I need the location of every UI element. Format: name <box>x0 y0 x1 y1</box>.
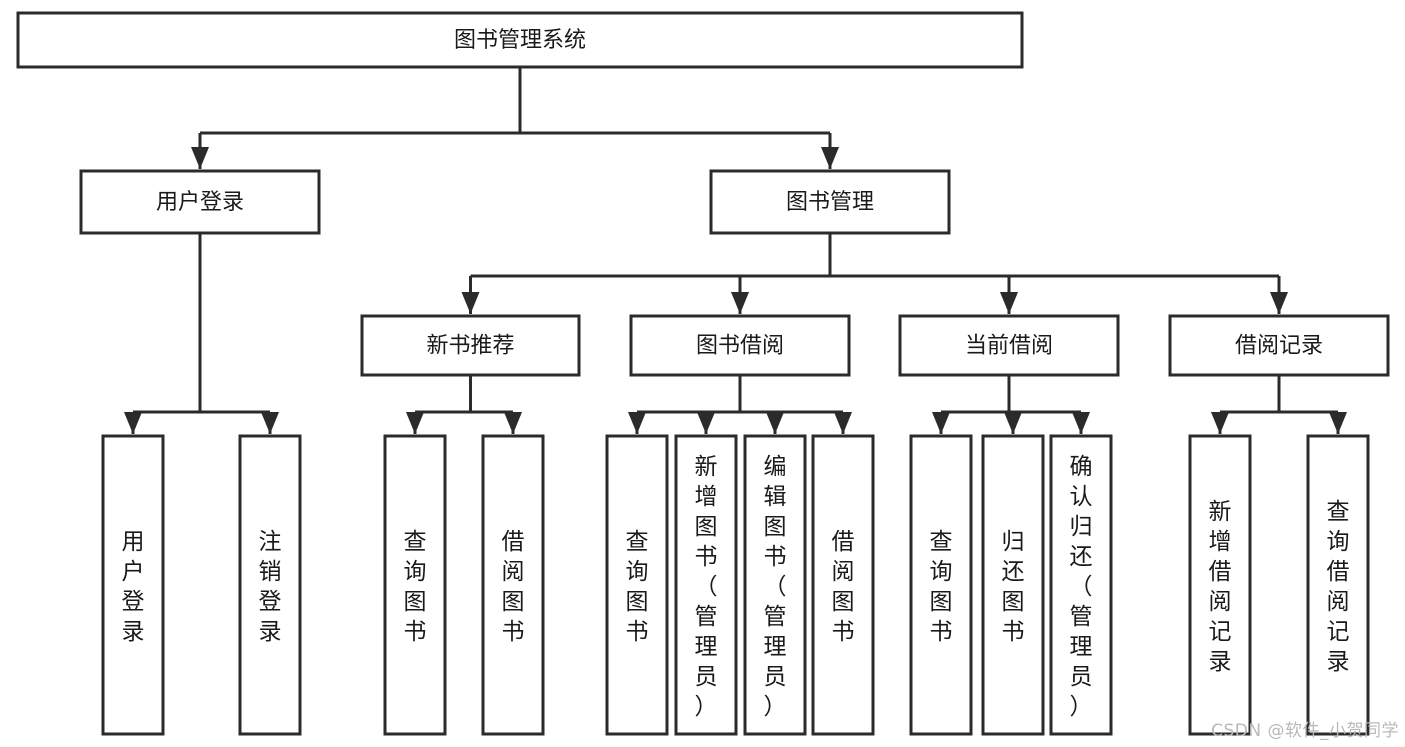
leaf-node-2[interactable]: 查询图书 <box>383 434 447 736</box>
node-rect <box>629 314 851 377</box>
level3-node-label: 借阅记录 <box>1235 334 1323 359</box>
leaf-node-label: 查询图书 <box>930 529 953 645</box>
arrow-head-icon <box>731 292 749 314</box>
node-rect <box>1049 434 1113 736</box>
leaf-node-9[interactable]: 归还图书 <box>981 434 1045 736</box>
arrow-head-icon <box>1004 412 1022 434</box>
node-rect <box>101 434 165 736</box>
leaf-node-label: 用户登录 <box>122 529 145 645</box>
leaf-node-7[interactable]: 借阅图书 <box>811 434 875 736</box>
node-rect <box>709 169 951 235</box>
level2-node-0[interactable]: 用户登录 <box>79 169 321 235</box>
arrow-head-icon <box>461 292 480 314</box>
node-rect <box>811 434 875 736</box>
arrow-head-icon <box>834 412 852 434</box>
leaf-node-0[interactable]: 用户登录 <box>101 434 165 736</box>
arrow-head-icon <box>191 147 209 169</box>
leaf-node-12[interactable]: 查询借阅记录 <box>1306 434 1370 736</box>
node-rect <box>981 434 1045 736</box>
root-node-system[interactable]: 图书管理系统 <box>16 11 1024 69</box>
leaf-node-11[interactable]: 新增借阅记录 <box>1188 434 1252 736</box>
leaf-node-label: 编辑图书（管理员） <box>764 454 787 720</box>
arrow-head-icon <box>821 147 839 169</box>
leaf-node-label: 查询借阅记录 <box>1327 499 1350 675</box>
node-rect <box>1306 434 1370 736</box>
node-rect <box>1168 314 1390 377</box>
node-rect <box>605 434 669 736</box>
level3-node-1[interactable]: 图书借阅 <box>629 314 851 377</box>
node-layer: 图书管理系统用户登录图书管理新书推荐图书借阅当前借阅借阅记录用户登录注销登录查询… <box>16 11 1390 736</box>
level3-node-label: 当前借阅 <box>965 334 1053 359</box>
leaf-node-label: 新增借阅记录 <box>1209 499 1232 675</box>
node-rect <box>898 314 1120 377</box>
leaf-node-4[interactable]: 查询图书 <box>605 434 669 736</box>
leaf-node-label: 新增图书（管理员） <box>695 454 718 720</box>
leaf-node-label: 归还图书 <box>1002 529 1025 645</box>
leaf-node-10[interactable]: 确认归还（管理员） <box>1049 434 1113 736</box>
level3-node-2[interactable]: 当前借阅 <box>898 314 1120 377</box>
node-rect <box>743 434 807 736</box>
node-rect <box>383 434 447 736</box>
arrow-head-icon <box>504 412 522 434</box>
leaf-node-6[interactable]: 编辑图书（管理员） <box>743 434 807 736</box>
node-rect <box>1188 434 1252 736</box>
arrow-head-icon <box>261 412 279 434</box>
node-rect <box>481 434 545 736</box>
leaf-node-1[interactable]: 注销登录 <box>238 434 302 736</box>
leaf-node-3[interactable]: 借阅图书 <box>481 434 545 736</box>
level2-node-label: 用户登录 <box>156 190 244 215</box>
arrow-head-icon <box>766 412 784 434</box>
leaf-node-label: 借阅图书 <box>502 529 525 645</box>
arrow-head-icon <box>1000 292 1018 314</box>
leaf-node-label: 注销登录 <box>259 529 282 645</box>
node-rect <box>360 314 581 377</box>
arrow-head-icon <box>1072 412 1090 434</box>
leaf-node-label: 查询图书 <box>404 529 427 645</box>
node-rect <box>79 169 321 235</box>
arrow-head-icon <box>1270 292 1288 314</box>
arrow-head-icon <box>406 412 424 434</box>
level3-node-label: 图书借阅 <box>696 334 784 359</box>
arrow-head-icon <box>697 412 715 434</box>
level2-node-label: 图书管理 <box>786 190 874 215</box>
arrow-head-icon <box>1211 412 1229 434</box>
arrow-head-icon <box>1329 412 1347 434</box>
leaf-node-8[interactable]: 查询图书 <box>909 434 973 736</box>
level3-node-3[interactable]: 借阅记录 <box>1168 314 1390 377</box>
root-node-label: 图书管理系统 <box>454 28 586 53</box>
leaf-node-label: 查询图书 <box>626 529 649 645</box>
node-rect <box>909 434 973 736</box>
node-rect <box>16 11 1024 69</box>
level2-node-1[interactable]: 图书管理 <box>709 169 951 235</box>
arrow-head-icon <box>124 412 142 434</box>
node-rect <box>238 434 302 736</box>
leaf-node-5[interactable]: 新增图书（管理员） <box>674 434 738 736</box>
connector-layer <box>124 67 1347 434</box>
leaf-node-label: 借阅图书 <box>832 529 855 645</box>
level3-node-label: 新书推荐 <box>426 334 514 359</box>
arrow-head-icon <box>628 412 646 434</box>
leaf-node-label: 确认归还（管理员） <box>1070 454 1093 720</box>
arrow-head-icon <box>932 412 950 434</box>
level3-node-0[interactable]: 新书推荐 <box>360 314 581 377</box>
node-rect <box>674 434 738 736</box>
